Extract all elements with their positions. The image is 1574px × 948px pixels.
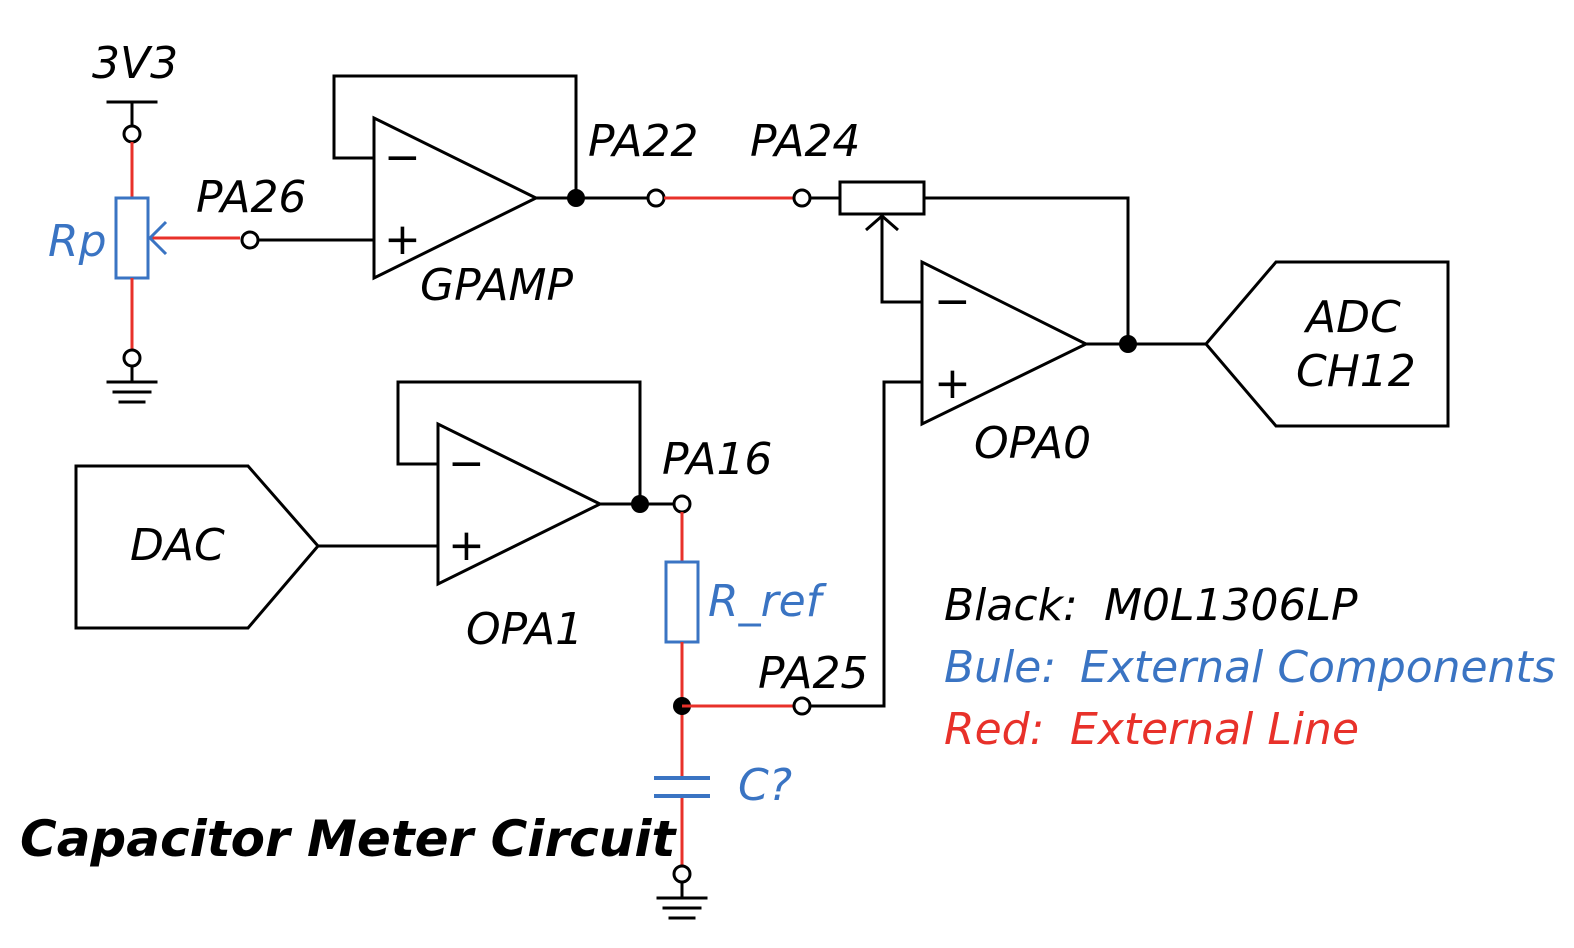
opa1-minus-sign: − [448,438,485,489]
r-ref-resistor [664,560,700,644]
opa0-opamp [920,259,1090,427]
legend-black-key: Black: [944,580,1078,631]
legend-red-key: Red: [944,704,1044,755]
pin-pa22 [646,188,666,208]
internal-potentiometer [838,180,1130,346]
gpamp-plus-sign: + [384,214,421,265]
pin-pa16 [672,494,692,514]
pin-pa16-label: PA16 [662,434,772,485]
gpamp-opamp [332,74,578,281]
pin-pa24-label: PA24 [750,116,860,167]
gpamp-minus-sign: − [384,132,421,183]
opa1-plus-sign: + [448,520,485,571]
diagram-title: Capacitor Meter Circuit [20,810,677,868]
gpamp-label: GPAMP [420,260,574,311]
capacitor-icon [654,776,710,798]
opa1-opamp [396,380,642,587]
pin-pa24 [792,188,812,208]
junction-opa1-out [631,495,649,513]
pin-pa22-label: PA22 [588,116,698,167]
supply-3v3 [106,100,158,144]
pin-pa25-label: PA25 [758,648,868,699]
pin-pa26 [240,230,260,250]
capacitor-label: C? [738,760,792,811]
adc-channel-label: CH12 [1296,346,1416,397]
dac-label: DAC [130,520,225,571]
rp-wiper-arrow-icon [147,220,240,256]
opa0-plus-sign: + [934,358,971,409]
rp-potentiometer [114,196,150,280]
legend-red-value: External Line [1070,704,1359,755]
opa0-label: OPA0 [974,418,1091,469]
pin-pa25 [792,696,812,716]
r-ref-label: R_ref [708,576,828,627]
junction-opa0-out [1119,335,1137,353]
opa0-minus-sign: − [934,276,971,327]
legend-black-value: M0L1306LP [1104,580,1358,631]
pin-pa26-label: PA26 [196,172,306,223]
supply-3v3-label: 3V3 [92,38,178,89]
adc-label: ADC [1303,292,1401,343]
adc-port [1204,260,1450,428]
legend-blue-value: External Components [1080,642,1556,693]
ground-icon-rp [106,348,158,404]
dac-port [74,464,320,630]
ground-icon-cap [656,864,708,920]
opa1-label: OPA1 [466,604,583,655]
legend-blue-key: Bule: [944,642,1056,693]
junction-gpamp-out [567,189,585,207]
rp-label: Rp [48,216,107,267]
